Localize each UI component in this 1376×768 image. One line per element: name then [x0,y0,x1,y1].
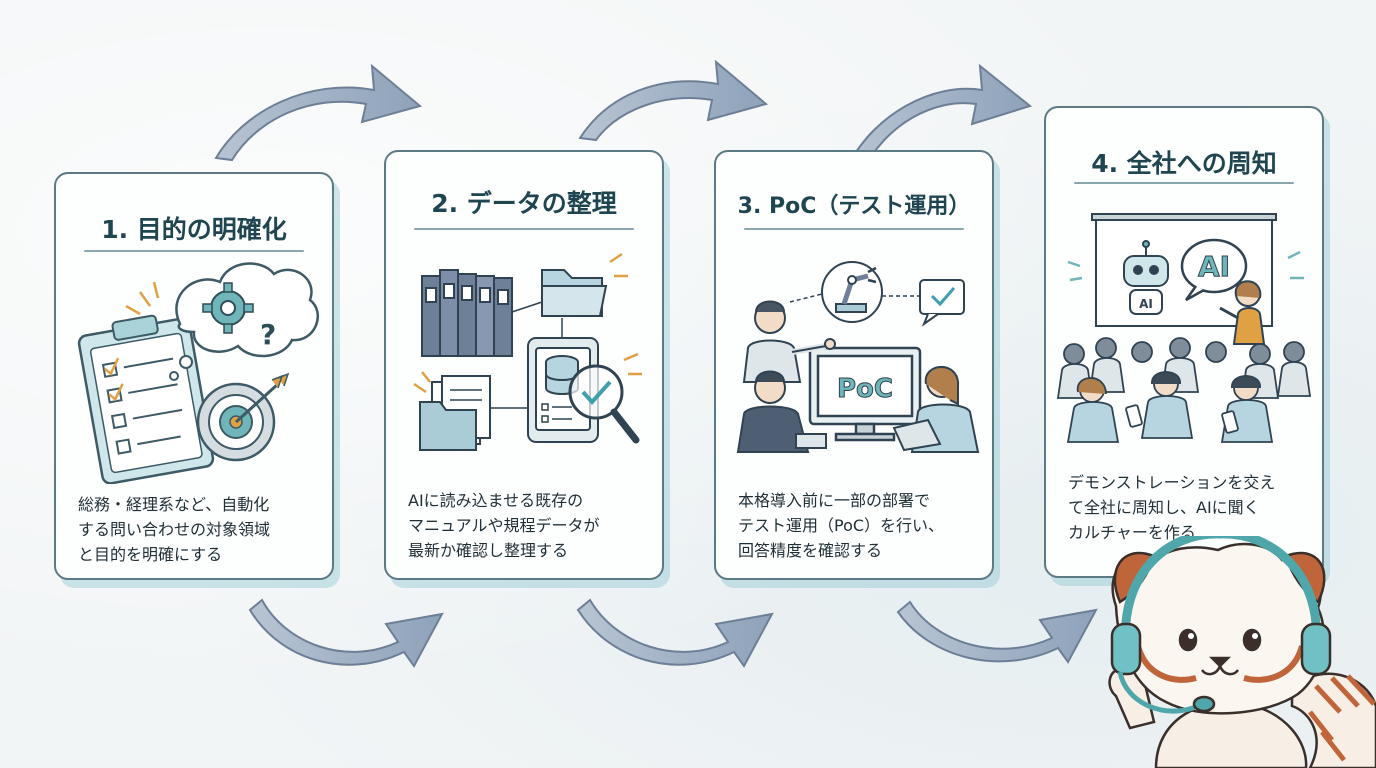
step-1-title: 1. 目的の明確化 [101,215,287,244]
step-3-line-2: テスト運用（PoC）を行い、 [738,516,945,535]
step-4-title: 4. 全社への周知 [1091,149,1277,178]
monitor-icon: PoC [808,346,922,442]
seated-man [736,370,827,453]
folder-icon [541,269,608,317]
question-icon: ? [260,318,276,351]
step-3-line-3: 回答精度を確認する [738,541,883,560]
step-2-title: 2. データの整理 [431,189,617,218]
documents-icon [419,375,491,451]
presenter-person [742,300,836,383]
step-card-2: 2. データの整理 [384,150,664,580]
step-4-line-2: て全社に周知し、AIに聞く [1068,498,1260,517]
step-card-1: 1. 目的の明確化 [54,172,334,580]
step-2-line-1: AIに読み込ませる既存の [408,491,584,510]
binders-icon [421,269,513,357]
step-1-illustration: ? [77,262,320,484]
step-1-description: 総務・経理系など、自動化 する問い合わせの対象領域 と目的を明確にする [78,492,318,567]
audience-crowd [1056,337,1312,443]
presenter-woman [1219,280,1266,345]
thought-bubble [169,262,320,381]
step-1-line-2: する問い合わせの対象領域 [78,520,271,539]
step-card-3: 3. PoC（テスト運用） PoC [714,150,994,580]
robot-ai-label: AI [1139,297,1153,311]
step-4-line-1: デモンストレーションを交え [1068,473,1276,492]
top-arrow-1 [214,63,423,162]
step-4-line-3: カルチャーを作る [1068,523,1196,542]
seated-woman [892,366,980,453]
robot-icon: AI [1123,240,1169,315]
chat-check-icon [919,279,965,327]
title-divider [1074,182,1294,184]
bottom-arrow-2 [576,598,774,668]
step-3-title: 3. PoC（テスト運用） [737,194,971,219]
magnifier-check-icon [568,364,640,444]
step-2-line-3: 最新か確認し整理する [408,541,569,560]
step-2-line-2: マニュアルや規程データが [408,516,600,535]
title-divider [84,250,304,252]
step-1-line-1: 総務・経理系など、自動化 [78,495,270,514]
title-divider [414,228,634,230]
connector-lines [490,301,563,409]
step-4-illustration: AI AI [1056,213,1312,443]
monitor-poc-text: PoC [837,374,893,404]
step-3-line-1: 本格導入前に一部の部署で [738,491,931,510]
clipboard-checklist-icon [77,314,215,484]
top-arrow-2 [578,59,769,142]
bottom-arrow-3 [896,600,1098,664]
step-3-illustration: PoC [736,261,980,453]
step-1-line-3: と目的を明確にする [78,545,223,564]
dashed-connectors [789,293,920,303]
step-4-description: デモンストレーションを交え て全社に周知し、AIに聞く カルチャーを作る [1068,470,1308,545]
bubble-ai-text: AI [1198,250,1230,283]
top-arrow-3 [844,63,1033,174]
step-2-illustration [413,252,642,451]
sparkle-lines [1067,250,1304,282]
bottom-arrow-1 [248,598,444,668]
title-divider [744,228,964,230]
sparkle-lines [125,281,160,316]
step-2-description: AIに読み込ませる既存の マニュアルや規程データが 最新か確認し整理する [408,488,648,563]
red-panda-mascot-icon [1108,536,1376,768]
gear-icon [202,282,254,334]
robot-arm-icon [821,261,883,323]
step-card-4: 4. 全社への周知 AI AI [1044,106,1324,578]
target-icon [196,372,290,462]
sparkle-lines [413,252,642,394]
ai-speech-bubble: AI [1180,238,1248,302]
step-3-description: 本格導入前に一部の部署で テスト運用（PoC）を行い、 回答精度を確認する [738,488,978,563]
